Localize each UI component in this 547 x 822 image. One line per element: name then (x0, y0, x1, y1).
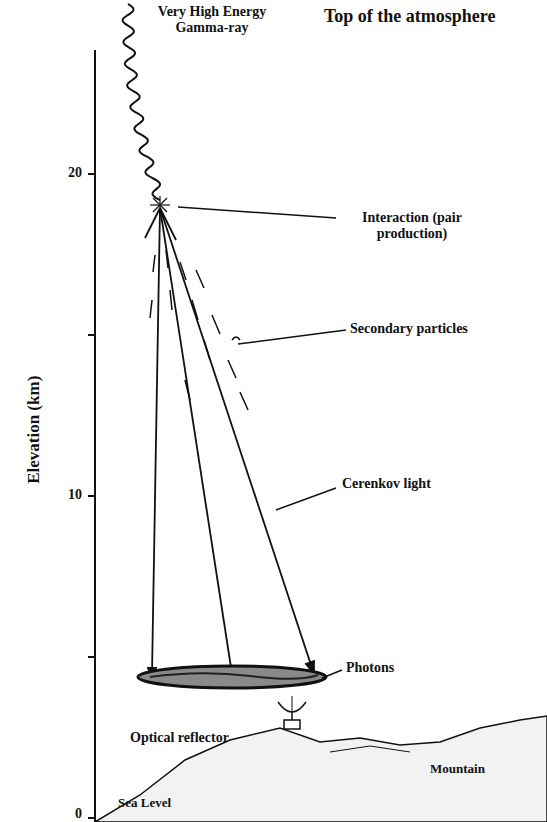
mountain-outline (95, 716, 547, 822)
photon-pool-texture (150, 673, 318, 679)
cerenkov-light-label: Cerenkov light (342, 476, 431, 492)
cerenkov-rays (145, 208, 314, 680)
axis-ticks (88, 174, 95, 818)
reflector-mount (291, 712, 293, 720)
secondary-particles-label: Secondary particles (350, 321, 468, 337)
reflector-base (284, 720, 300, 729)
tick-number: 10 (68, 487, 82, 503)
secondary-particles (150, 250, 248, 410)
mountain-ridge (330, 746, 410, 752)
leader-lines (178, 207, 346, 678)
gamma-ray-label: Very High Energy Gamma-ray (147, 4, 277, 36)
interaction-label: Interaction (pair production) (342, 210, 482, 242)
optical-reflector-label: Optical reflector (130, 730, 229, 746)
tick-number: 20 (68, 165, 82, 181)
reflector-feed (292, 696, 293, 712)
axis-title: Elevation (km) (24, 376, 44, 484)
elevation-axis (94, 50, 96, 822)
diagram-title: Top of the atmosphere (324, 6, 496, 27)
photon-pool (138, 666, 326, 688)
tick-number: 0 (75, 806, 82, 822)
gamma-ray-wave (123, 4, 160, 200)
photons-label: Photons (346, 660, 394, 676)
sea-level-label: Sea Level (118, 796, 171, 811)
mountain-label: Mountain (430, 762, 485, 777)
